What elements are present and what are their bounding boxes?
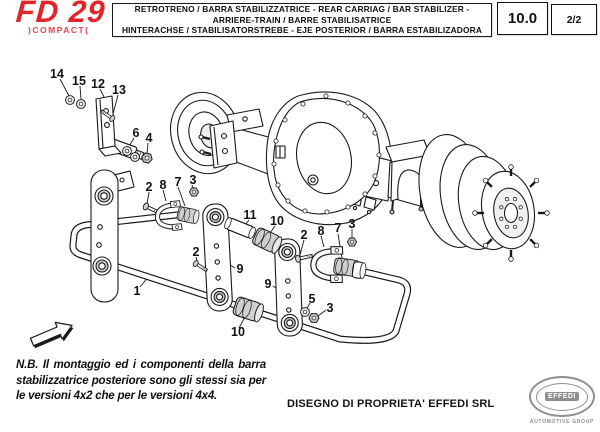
upper-bracket-group — [65, 95, 154, 165]
model-subtitle: )COMPACT( — [28, 25, 90, 35]
logo-wordmark: EFFEDI — [545, 392, 579, 401]
logo-subtext: AUTOMOTIVE GROUP — [529, 419, 595, 425]
bushing-bottom — [231, 295, 266, 324]
section-number-box: 10.0 — [497, 2, 548, 35]
page-number-box: 2/2 — [551, 4, 597, 35]
center-link-plate-1 — [202, 203, 233, 312]
left-link-plate — [90, 169, 119, 303]
left-clamp-group — [140, 187, 201, 230]
title-line-3: HINTERACHSE / STABILISATORSTREBE - EJE P… — [121, 25, 483, 36]
title-line-1: RETROTRENO / BARRA STABILIZZATRICE - REA… — [134, 3, 470, 14]
logo-oval-outer: EFFEDI — [529, 376, 595, 417]
direction-arrow-icon — [29, 321, 74, 349]
differential-housing — [265, 91, 399, 226]
logo-oval-inner: EFFEDI — [536, 382, 588, 411]
property-text: DISEGNO DI PROPRIETA' EFFEDI SRL — [287, 398, 495, 410]
left-spring-bracket — [198, 108, 264, 169]
assembly-note: N.B. Il montaggio ed i componenti della … — [16, 359, 266, 403]
center-link-plate-2 — [274, 238, 303, 337]
right-clamp-group — [292, 237, 367, 324]
spacer-tube — [224, 217, 256, 239]
title-line-2: ARRIERE-TRAIN / BARRE STABILISATRICE — [212, 14, 392, 25]
effedi-logo: EFFEDI AUTOMOTIVE GROUP — [527, 376, 597, 425]
right-brake-drum — [418, 134, 551, 263]
title-box: RETROTRENO / BARRA STABILIZZATRICE - REA… — [112, 3, 492, 37]
